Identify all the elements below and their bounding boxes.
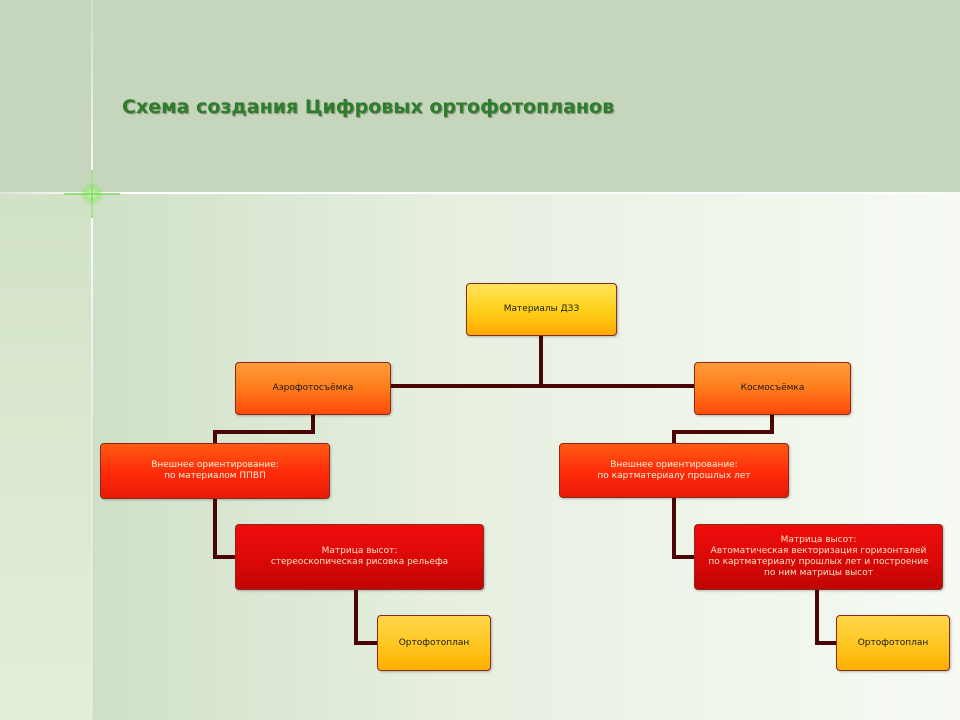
sparkle-icon <box>64 170 120 218</box>
node-left-branch: Аэрофотосъёмка <box>235 362 391 415</box>
connector-right-3 <box>815 587 839 645</box>
node-left-result: Ортофотоплан <box>377 615 491 671</box>
node-right-orientation: Внешнее ориентирование: по картматериалу… <box>559 443 789 498</box>
connector-right-2 <box>672 495 696 559</box>
connector-left-2 <box>213 496 239 559</box>
connector-right-1 <box>672 413 774 446</box>
connector-left-1 <box>213 413 315 446</box>
header-divider-line <box>0 192 960 194</box>
left-divider-line <box>91 0 93 720</box>
page-title: Схема создания Цифровых ортофотопланов <box>122 96 615 118</box>
node-root: Материалы ДЗЗ <box>466 283 617 336</box>
connector-left-3 <box>354 587 380 645</box>
node-right-matrix: Матрица высот: Автоматическая векторизац… <box>694 524 943 590</box>
header-band <box>0 0 960 194</box>
node-left-matrix: Матрица высот: стереоскопическая рисовка… <box>235 524 484 590</box>
left-margin-band <box>0 194 92 720</box>
node-left-orientation: Внешнее ориентирование: по материалом ПП… <box>100 443 330 499</box>
node-right-result: Ортофотоплан <box>836 615 950 671</box>
node-right-branch: Космосъёмка <box>694 362 851 415</box>
